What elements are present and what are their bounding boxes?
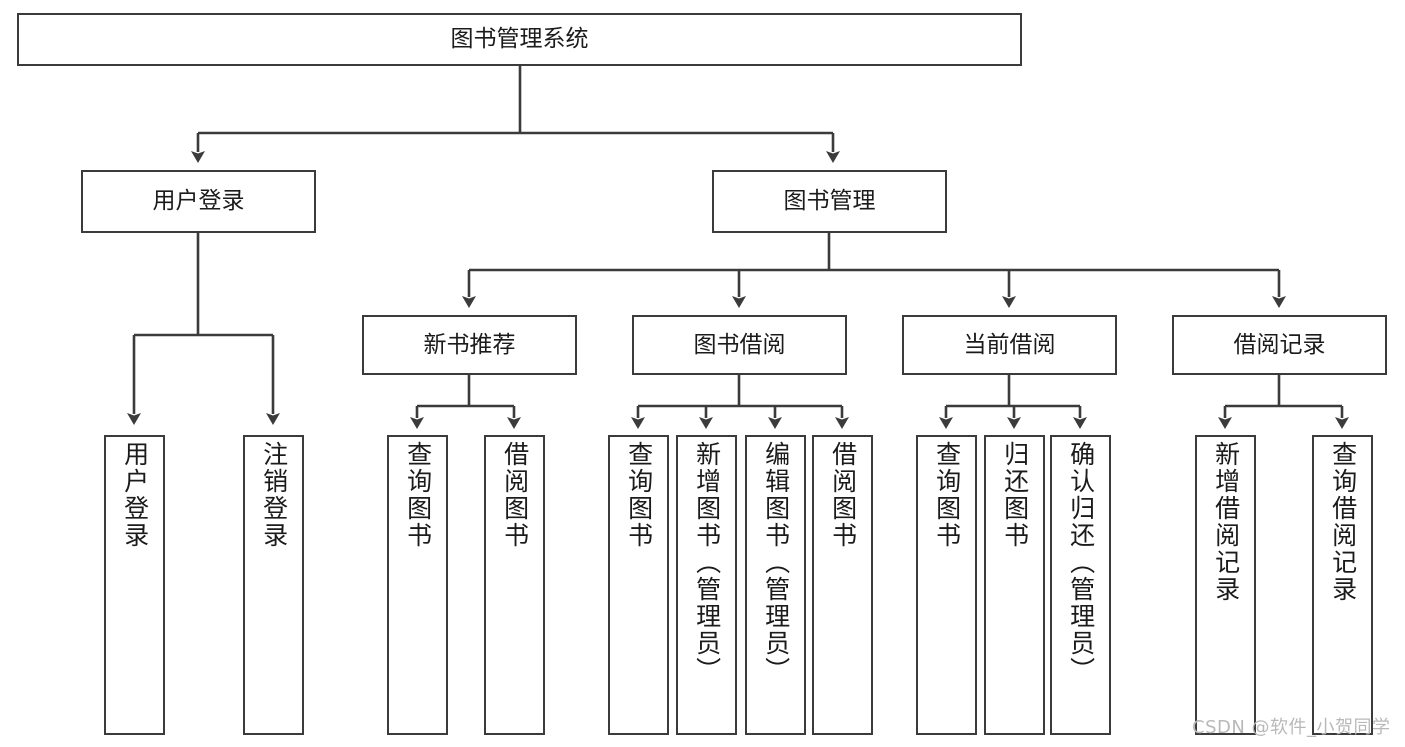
node-leaf-query-borrow-record[interactable]: 查询借阅记录: [1312, 435, 1373, 735]
node-root-book-management-system[interactable]: 图书管理系统: [17, 13, 1022, 66]
node-label: 借阅图书: [828, 441, 858, 549]
node-leaf-query-book-borrow[interactable]: 查询图书: [608, 435, 669, 735]
node-user-login[interactable]: 用户登录: [81, 170, 316, 233]
node-label: 注销登录: [259, 441, 289, 549]
node-label: 图书管理: [783, 188, 876, 215]
node-leaf-user-login[interactable]: 用户登录: [104, 435, 165, 735]
node-label: 借阅图书: [500, 441, 530, 549]
node-current-borrow[interactable]: 当前借阅: [902, 315, 1117, 375]
node-borrow-record[interactable]: 借阅记录: [1172, 315, 1387, 375]
node-book-borrow[interactable]: 图书借阅: [632, 315, 847, 375]
node-label: 借阅记录: [1233, 331, 1326, 358]
node-label: 用户登录: [120, 441, 150, 549]
node-leaf-query-book-current[interactable]: 查询图书: [916, 435, 977, 735]
node-leaf-add-borrow-record[interactable]: 新增借阅记录: [1195, 435, 1256, 735]
node-leaf-return-book[interactable]: 归还图书: [984, 435, 1045, 735]
node-label: 确认归还（管理员）: [1066, 441, 1096, 684]
node-leaf-confirm-return-admin[interactable]: 确认归还（管理员）: [1050, 435, 1111, 735]
node-label: 新增借阅记录: [1211, 441, 1241, 603]
node-label: 查询借阅记录: [1328, 441, 1358, 603]
node-label: 用户登录: [152, 188, 245, 215]
node-new-book-recommend[interactable]: 新书推荐: [362, 315, 577, 375]
node-label: 编辑图书（管理员）: [761, 441, 791, 684]
node-leaf-borrow-book-recommend[interactable]: 借阅图书: [484, 435, 545, 735]
node-label: 查询图书: [932, 441, 962, 549]
node-label: 归还图书: [1000, 441, 1030, 549]
node-label: 当前借阅: [963, 331, 1056, 358]
node-label: 图书借阅: [693, 331, 786, 358]
node-leaf-add-book-admin[interactable]: 新增图书（管理员）: [676, 435, 737, 735]
node-label: 查询图书: [624, 441, 654, 549]
node-leaf-borrow-book[interactable]: 借阅图书: [812, 435, 873, 735]
node-leaf-logout-login[interactable]: 注销登录: [243, 435, 304, 735]
node-label: 新增图书（管理员）: [692, 441, 722, 684]
node-leaf-query-book-recommend[interactable]: 查询图书: [387, 435, 448, 735]
node-book-management[interactable]: 图书管理: [712, 170, 947, 233]
node-label: 图书管理系统: [450, 26, 589, 53]
node-leaf-edit-book-admin[interactable]: 编辑图书（管理员）: [745, 435, 806, 735]
node-label: 新书推荐: [423, 331, 516, 358]
node-label: 查询图书: [403, 441, 433, 549]
csdn-watermark: CSDN @软件_小贺同学: [1192, 717, 1391, 738]
